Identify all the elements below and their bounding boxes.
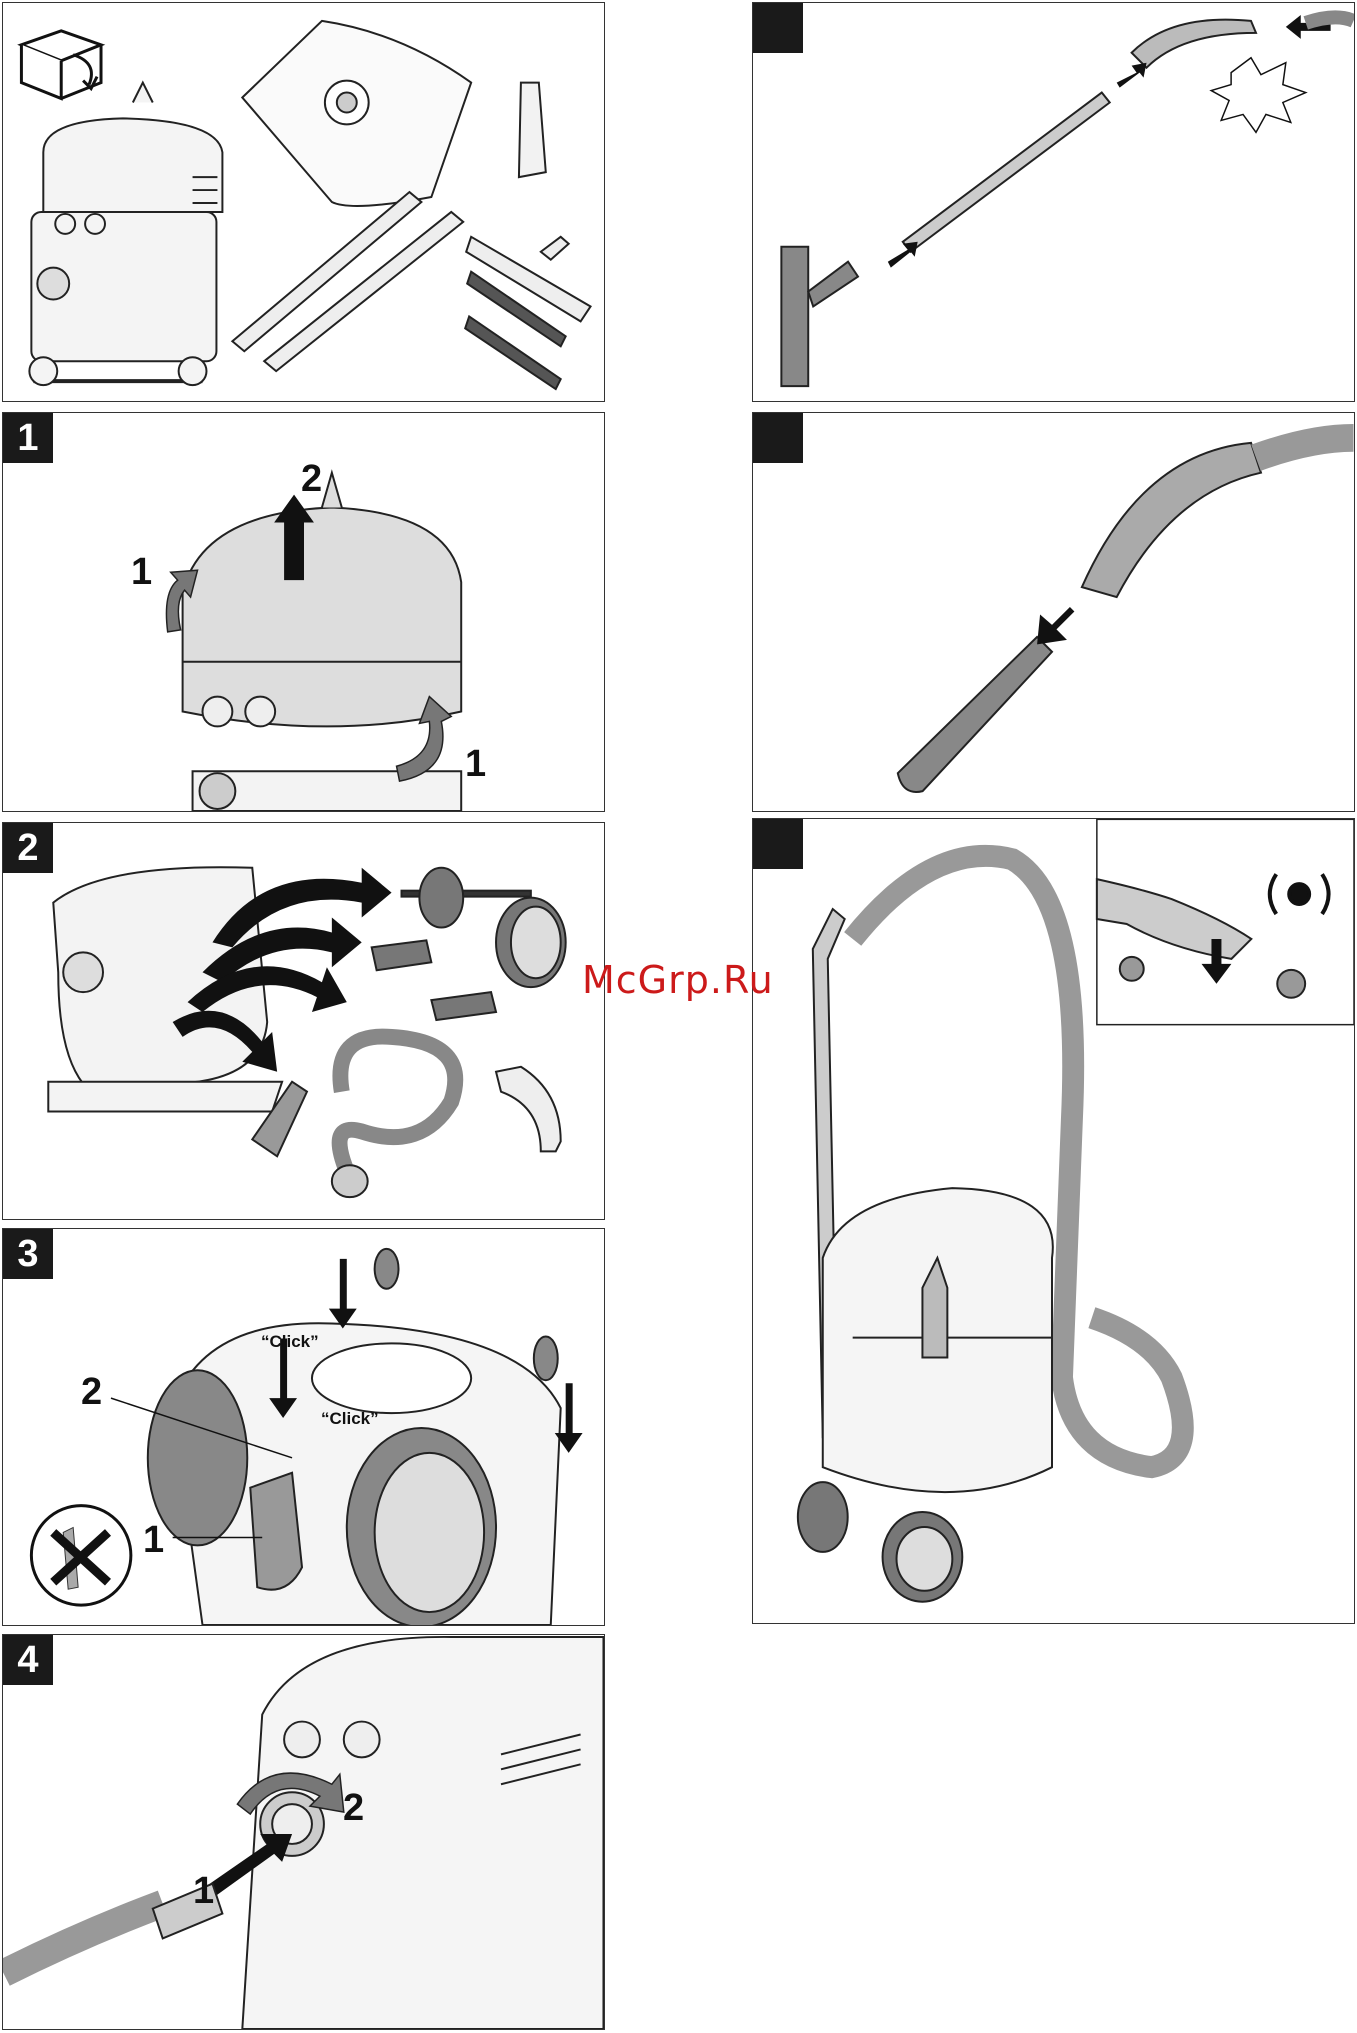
floor-nozzle-illustration: [465, 237, 590, 389]
step-4-panel: 4 2 1: [2, 1634, 605, 2030]
crevice-nozzle-attach-illustration: [753, 413, 1354, 811]
assembled-vacuum-illustration: [753, 819, 1354, 1623]
right-panel-1: [752, 2, 1355, 402]
arrow-icon: [1037, 607, 1074, 644]
tube-assembly-illustration: [753, 3, 1354, 401]
contents-illustration: [3, 3, 604, 401]
bracket-illustration: [250, 1473, 302, 1590]
step-number: 2: [3, 823, 53, 873]
floor-nozzle-illustration: [781, 247, 858, 386]
handle-elbow-illustration: [1082, 443, 1261, 597]
contents-panel: [2, 2, 605, 402]
crevice-nozzle-illustration: [519, 83, 546, 178]
step-number-badge: [753, 413, 803, 463]
step-3-illustration: [3, 1229, 604, 1625]
step-3-panel: 3 “Click” “Click” 2 1: [2, 1228, 605, 1626]
click-burst-icon: [1211, 58, 1306, 133]
watermark-text: McGrp.Ru: [582, 958, 774, 1002]
handle-elbow-illustration: [1132, 20, 1256, 68]
callout-label-1: 1: [131, 551, 152, 594]
no-screw-icon: [31, 1506, 130, 1605]
callout-label-1: 1: [143, 1519, 164, 1562]
click-label-2: “Click”: [321, 1409, 379, 1429]
crevice-nozzle-illustration: [898, 637, 1052, 792]
step-number: 3: [3, 1229, 53, 1279]
click-label-1: “Click”: [261, 1332, 319, 1352]
arrow-icon: [888, 15, 1331, 268]
tube-illustration: [903, 93, 1110, 252]
hose-illustration: [4, 1884, 223, 1974]
hose-end-illustration: [1306, 17, 1354, 23]
step-2-panel: 2: [2, 822, 605, 1220]
filter-bag-illustration: [242, 21, 471, 206]
step-number: 1: [3, 413, 53, 463]
unpack-box-icon: [21, 31, 101, 99]
step-1-panel: 1 1 2 1: [2, 412, 605, 812]
callout-label-1b: 1: [465, 743, 486, 786]
wheels-and-axle-illustration: [402, 868, 566, 987]
vacuum-body-illustration: [798, 1188, 1053, 1602]
suction-tubes-illustration: [232, 192, 463, 371]
callout-label-2: 2: [81, 1371, 102, 1414]
callout-label-1: 1: [193, 1870, 214, 1913]
castors-illustration: [372, 940, 496, 1020]
callout-label-2: 2: [301, 458, 322, 501]
vacuum-front-illustration: [242, 1637, 603, 2029]
vacuum-cleaner-illustration: [29, 83, 222, 385]
right-panel-2: [752, 412, 1355, 812]
hose-illustration: [1256, 438, 1354, 458]
step-number-badge: [753, 3, 803, 53]
elbow-illustration: [496, 1067, 561, 1152]
step-number: 4: [3, 1635, 53, 1685]
callout-label-2: 2: [343, 1787, 364, 1830]
right-panel-3: [752, 818, 1355, 1624]
step-4-illustration: [3, 1635, 604, 2029]
hose-illustration: [332, 1037, 455, 1198]
step-2-illustration: [3, 823, 604, 1219]
step-number-badge: [753, 819, 803, 869]
